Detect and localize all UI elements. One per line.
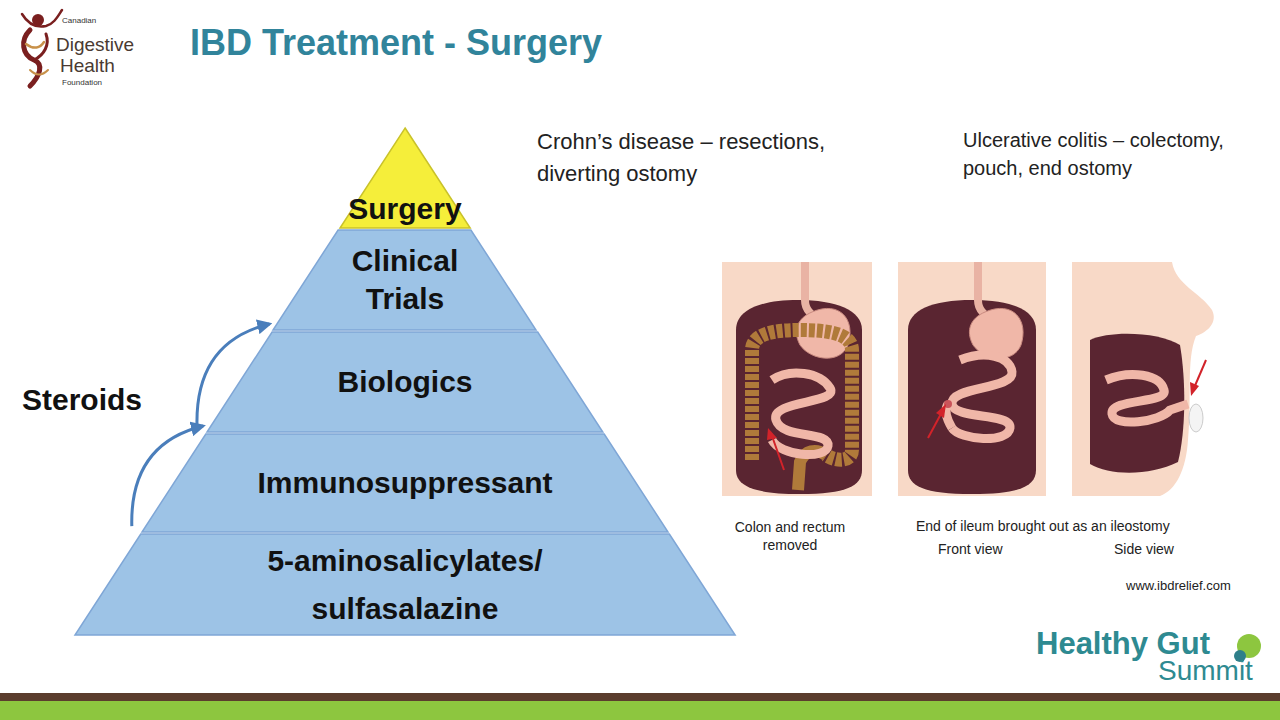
text-label: End of ileum brought out as an ileostomy	[916, 518, 1170, 534]
band-label: 5-aminosalicylates/ sulfasalazine	[240, 537, 570, 633]
anatomy-panel	[898, 262, 1046, 496]
pyramid-band: Immunosuppressant	[142, 434, 668, 532]
pyramid-band: 5-aminosalicylates/ sulfasalazine	[75, 534, 735, 635]
text-label: Summit	[1158, 655, 1253, 687]
band-label: Clinical Trials	[325, 242, 485, 318]
text-label: Ulcerative colitis – colectomy, pouch, e…	[963, 126, 1263, 182]
text-label: Colon and rectum removed	[730, 518, 850, 554]
pyramid-apex: Surgery	[340, 128, 470, 228]
band-text-group: Clinical Trials	[325, 242, 485, 318]
band-text-group: Biologics	[337, 364, 472, 400]
text-label: Steroids	[22, 383, 142, 417]
anatomy-panel	[722, 262, 872, 496]
text-label: Digestive	[56, 34, 134, 56]
anatomy-panel	[1072, 262, 1216, 496]
band-text-group: 5-aminosalicylates/ sulfasalazine	[240, 537, 570, 633]
text-label: Crohn’s disease – resections, diverting …	[537, 126, 867, 190]
band-label: Surgery	[348, 192, 461, 226]
text-label: Side view	[1114, 541, 1174, 557]
text-label: Foundation	[62, 78, 102, 87]
band-label: Immunosuppressant	[257, 465, 552, 501]
band-outline	[207, 332, 603, 432]
title: IBD Treatment - Surgery	[190, 22, 602, 64]
band-outline	[142, 434, 668, 532]
band-outline	[273, 230, 536, 330]
footer-bar	[0, 693, 1280, 701]
band-outline	[75, 534, 735, 635]
text-label: www.ibdrelief.com	[1126, 578, 1231, 593]
band-text-group: Surgery	[348, 192, 461, 226]
text-label: Health	[60, 55, 115, 77]
text-label: Canadian	[62, 16, 96, 25]
band-label: Biologics	[337, 364, 472, 400]
pyramid-band: Clinical Trials	[273, 230, 536, 330]
footer-bar	[0, 701, 1280, 720]
band-outline	[340, 128, 470, 228]
band-text-group: Immunosuppressant	[257, 465, 552, 501]
text-label: Front view	[938, 541, 1003, 557]
pyramid-band: Biologics	[207, 332, 603, 432]
